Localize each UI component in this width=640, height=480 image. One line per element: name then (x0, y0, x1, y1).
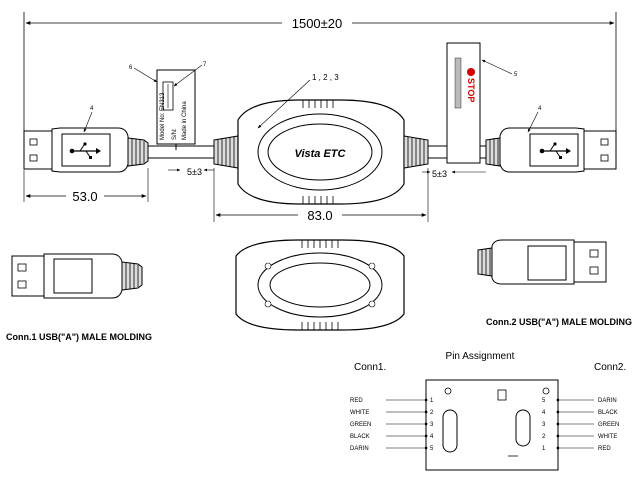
pin-row: 2 WHITE (542, 434, 617, 440)
svg-text:4: 4 (542, 410, 546, 416)
svg-text:53.0: 53.0 (72, 189, 97, 204)
svg-text:1: 1 (542, 446, 546, 452)
tag-sn-text: S/N: (172, 128, 178, 140)
central-module: Vista ETC (237, 99, 405, 205)
left-pin-list: RED 1 WHITE 2 GREEN 3 BLACK 4 (350, 398, 434, 452)
pin-row: RED 1 (350, 398, 434, 404)
svg-text:7: 7 (203, 62, 207, 68)
svg-text:4: 4 (90, 106, 94, 112)
pin-assignment-title: Pin Assignment (446, 351, 515, 362)
callout-7: 7 (173, 62, 207, 87)
svg-text:WHITE: WHITE (598, 434, 617, 440)
pcb-slot-right (515, 409, 531, 447)
label-tag: Model No: EN313 S/N: Made in China (156, 69, 196, 150)
callout-5: 5 (481, 59, 518, 78)
left-gap-dimension: 5±3 (168, 167, 214, 177)
module-top-view (235, 239, 405, 331)
pin-row: BLACK 4 (350, 434, 434, 440)
callout-4-right: 4 (527, 106, 542, 133)
callout-123: 1 , 2 , 3 (257, 73, 339, 129)
right-pin-list: 5 DARIN 4 BLACK 3 GREEN 2 WHIT (542, 398, 619, 452)
pin-assignment: Pin Assignment Conn1. Conn2. RED 1 WHITE… (350, 351, 626, 471)
pcb-chip-icon (497, 389, 507, 401)
svg-text:5: 5 (514, 72, 518, 78)
pin-row: 5 DARIN (542, 398, 617, 404)
stop-sign-icon (467, 68, 475, 76)
svg-text:BLACK: BLACK (350, 434, 370, 440)
svg-text:RED: RED (350, 398, 363, 404)
svg-text:2: 2 (542, 434, 546, 440)
conn1-side-view (11, 253, 143, 299)
svg-text:DARIN: DARIN (350, 446, 369, 452)
module-brand-text: Vista ETC (295, 148, 347, 160)
stop-tag: STOP (446, 42, 481, 164)
pin-row: GREEN 3 (350, 422, 434, 428)
usb-symbol-icon (539, 142, 571, 159)
right-usb-plug (485, 127, 617, 173)
svg-text:GREEN: GREEN (598, 422, 619, 428)
pin-row: DARIN 5 (350, 446, 434, 452)
left-usb-plug (23, 127, 149, 173)
svg-text:1: 1 (430, 398, 434, 404)
conn1-label: Conn1. (354, 362, 386, 373)
callout-4-left: 4 (83, 106, 94, 133)
callout-6: 6 (129, 65, 158, 83)
right-strain-relief (403, 135, 429, 169)
svg-text:2: 2 (430, 410, 434, 416)
pcb-slot-left (442, 409, 458, 453)
left-plug-dimension: 53.0 (23, 168, 149, 204)
conn1-caption: Conn.1 USB("A") MALE MOLDING (6, 332, 152, 342)
svg-text:BLACK: BLACK (598, 410, 618, 416)
svg-text:5: 5 (430, 446, 434, 452)
conn2-label: Conn2. (594, 362, 626, 373)
pin-row: 1 RED (542, 446, 611, 452)
svg-text:4: 4 (538, 106, 542, 112)
svg-text:5: 5 (542, 398, 546, 404)
svg-text:DARIN: DARIN (598, 398, 617, 404)
svg-text:83.0: 83.0 (307, 208, 332, 223)
svg-text:GREEN: GREEN (350, 422, 371, 428)
right-gap-dimension: 5±3 (422, 169, 486, 179)
overall-length-label: 1500±20 (292, 16, 343, 31)
svg-text:6: 6 (129, 65, 133, 71)
svg-text:WHITE: WHITE (350, 410, 369, 416)
pin-row: WHITE 2 (350, 410, 434, 416)
svg-text:5±3: 5±3 (432, 169, 447, 179)
svg-text:4: 4 (430, 434, 434, 440)
pin-row: 3 GREEN (542, 422, 619, 428)
stop-text: STOP (466, 78, 476, 102)
tag-made-text: Made in China (182, 101, 188, 140)
conn2-side-view (477, 239, 607, 285)
tag-model-text: Model No: EN313 (160, 92, 166, 140)
svg-text:5±3: 5±3 (187, 167, 202, 177)
conn2-caption: Conn.2 USB("A") MALE MOLDING (486, 317, 632, 327)
svg-text:3: 3 (430, 422, 434, 428)
svg-text:1 , 2 , 3: 1 , 2 , 3 (312, 73, 339, 82)
module-dimension: 83.0 (213, 168, 429, 223)
overall-dimension: 1500±20 (23, 12, 617, 132)
svg-text:RED: RED (598, 446, 611, 452)
svg-text:3: 3 (542, 422, 546, 428)
usb-symbol-icon (69, 142, 101, 159)
left-strain-relief (213, 135, 239, 169)
pin-row: 4 BLACK (542, 410, 618, 416)
